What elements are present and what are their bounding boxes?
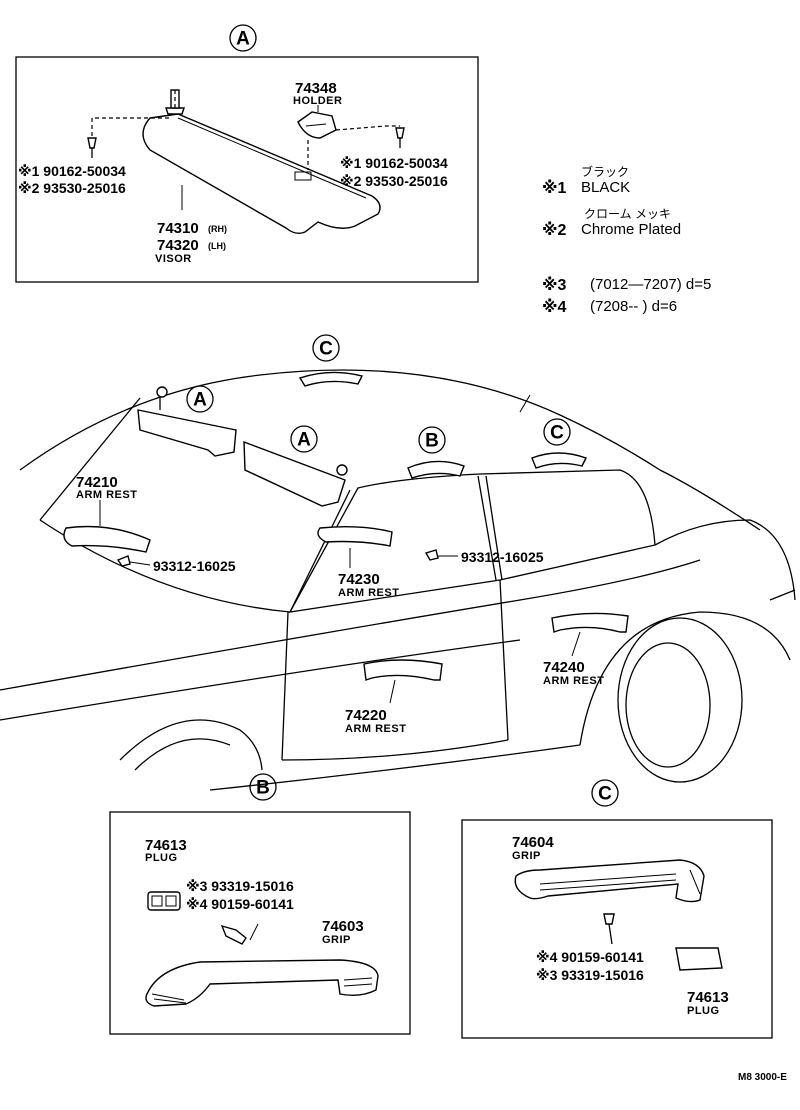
screw-right-spec-2: ※2 93530-25016 — [340, 173, 448, 189]
ref-circle-a-left — [186, 385, 214, 413]
car-visor-right — [243, 440, 346, 507]
arm-rest-74240-number: 74240 — [543, 659, 585, 676]
visor-lh-tag: (LH) — [208, 241, 226, 251]
legend-1-text: BLACK — [581, 179, 630, 196]
arm-rest-74220-name: ARM REST — [345, 723, 406, 735]
plug-b — [147, 891, 181, 911]
arm-rest-74240 — [551, 612, 629, 633]
plug-c — [675, 947, 723, 971]
grip-b — [145, 959, 379, 1007]
screw-left-spec-1: ※1 90162-50034 — [18, 163, 126, 179]
roof-grip-b — [407, 460, 465, 479]
detail-b-frame — [109, 811, 411, 1035]
legend-3-mark: ※3 — [542, 276, 567, 294]
car-side-window — [288, 469, 656, 613]
detail-b: B 74613 PLUG ※3 93319-15016 ※4 90159-601… — [109, 773, 411, 1035]
holder-part-number: 74348 — [295, 80, 337, 97]
legend-4-text: (7208-- ) d=6 — [590, 298, 677, 315]
arm-rest-74210-name: ARM REST — [76, 489, 137, 501]
legend: ブラック ※1 BLACK クローム メッキ ※2 Chrome Plated … — [542, 164, 711, 316]
plug-74613-name: PLUG — [145, 852, 178, 864]
diagram-code: M8 3000-E — [738, 1072, 787, 1083]
detail-c: C 74604 GRIP ※4 90159-60141 ※3 93319-150… — [461, 779, 773, 1039]
legend-4-mark: ※4 — [542, 298, 567, 316]
ref-circle-a-top — [229, 24, 257, 52]
car-visor-left — [137, 409, 237, 457]
arm-rest-74210-number: 74210 — [76, 474, 118, 491]
visor-lh-part-number: 74320 — [157, 237, 199, 254]
arm-rest-74230-name: ARM REST — [338, 587, 399, 599]
ref-label-c-rear: C — [550, 423, 564, 444]
visor — [142, 113, 381, 235]
ref-label-b-detail: B — [256, 778, 270, 799]
screw-74210-icon — [116, 555, 131, 567]
roof-grip-front — [298, 371, 364, 387]
arm-rest-74220 — [363, 659, 443, 681]
legend-2-mark: ※2 — [542, 221, 567, 239]
ref-circle-b-pillar — [418, 426, 446, 454]
front-wheel-arch — [119, 719, 263, 771]
screw-left-spec-2: ※2 93530-25016 — [18, 180, 126, 196]
screw-left-icon — [87, 137, 97, 149]
arm-rest-74220-number: 74220 — [345, 707, 387, 724]
car-body — [0, 369, 796, 791]
screw-right-icon — [395, 127, 405, 139]
rear-wheel — [617, 617, 743, 783]
legend-1-mark: ※1 — [542, 179, 567, 197]
ref-circle-a-right — [290, 425, 318, 453]
ref-label-a-top: A — [236, 29, 250, 50]
roof-grip-rear — [531, 452, 587, 469]
visor-rh-part-number: 74310 — [157, 220, 199, 237]
plug-74613c-number: 74613 — [687, 989, 729, 1006]
detail-c-frame — [461, 819, 773, 1039]
car-rear-body — [654, 519, 796, 601]
visor-rh-tag: (RH) — [208, 224, 227, 234]
detail-c-screw-spec-1: ※4 90159-60141 — [536, 949, 644, 965]
screw-right-spec-1: ※1 90162-50034 — [340, 155, 448, 171]
legend-2-text: Chrome Plated — [581, 221, 681, 238]
arm-rest-74240-name: ARM REST — [543, 675, 604, 687]
legend-2-kana: クローム メッキ — [584, 207, 671, 221]
ref-circle-c-roof — [312, 334, 340, 362]
grip-c — [514, 859, 705, 903]
arm-rest-74210-screw: 93312-16025 — [153, 558, 236, 574]
plug-74613c-name: PLUG — [687, 1005, 720, 1017]
holder-name: HOLDER — [293, 95, 342, 107]
detail-c-screw-spec-2: ※3 93319-15016 — [536, 967, 644, 983]
screw-c-icon — [603, 913, 615, 925]
visor-pivot-bolt — [165, 107, 185, 115]
arm-rest-74230-number: 74230 — [338, 571, 380, 588]
grip-74604-name: GRIP — [512, 850, 541, 862]
ref-label-a-right: A — [297, 430, 311, 451]
ref-label-c-detail: C — [598, 784, 612, 805]
legend-1-kana: ブラック — [581, 164, 629, 179]
visor-name: VISOR — [155, 253, 192, 265]
detail-b-screw-spec-1: ※3 93319-15016 — [186, 878, 294, 894]
screw-74230-icon — [424, 549, 439, 561]
ref-circle-c-detail — [591, 779, 619, 807]
ref-circle-c-rear — [543, 418, 571, 446]
ref-label-c-roof: C — [319, 339, 333, 360]
detail-b-screw-spec-2: ※4 90159-60141 — [186, 896, 294, 912]
grip-74603-name: GRIP — [322, 934, 351, 946]
arm-rest-74230 — [317, 525, 393, 547]
main-view-parts: C A A B C 74210 ARM REST 93312-16025 933… — [63, 334, 629, 735]
detail-a: A 74348 HOLDER ※1 90162-50034 ※2 93530-2… — [15, 24, 479, 283]
arm-rest-74230-screw: 93312-16025 — [461, 549, 544, 565]
screw-b-icon — [220, 924, 247, 945]
ref-circle-b-detail — [249, 773, 277, 801]
ref-label-b-pillar: B — [425, 431, 439, 452]
plug-74613-number: 74613 — [145, 837, 187, 854]
visor-clip — [294, 171, 312, 181]
grip-74604-number: 74604 — [512, 834, 554, 851]
arm-rest-74210 — [63, 525, 151, 553]
detail-a-frame — [15, 56, 479, 283]
legend-3-text: (7012—7207) d=5 — [590, 276, 711, 293]
rear-wheel-arch — [579, 611, 791, 746]
grip-74603-number: 74603 — [322, 918, 364, 935]
ref-label-a-left: A — [193, 390, 207, 411]
car-roof-line — [19, 369, 661, 471]
